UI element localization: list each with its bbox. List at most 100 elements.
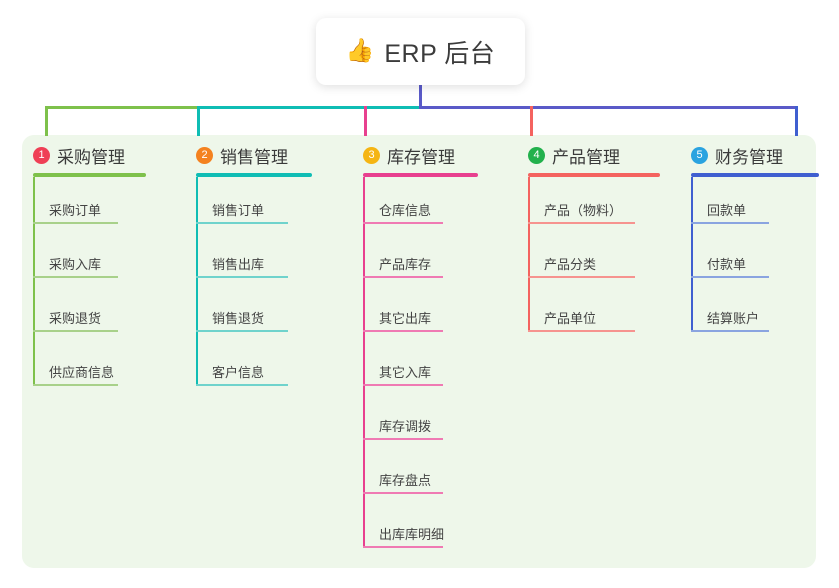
drop-purchase: [45, 106, 48, 136]
branch-underline: [691, 173, 819, 177]
branch-item[interactable]: 产品单位: [517, 285, 655, 339]
branch-item-rule: [363, 330, 443, 332]
branch-spine: [528, 177, 530, 332]
branch-item-rule: [363, 276, 443, 278]
branch-item[interactable]: 回款单: [680, 177, 805, 231]
branch-column-3: 3 库存管理仓库信息产品库存其它出库其它入库库存调拨库存盘点出库库明细: [352, 143, 490, 555]
branch-item-rule: [33, 384, 118, 386]
branch-spine: [691, 177, 693, 332]
branch-item[interactable]: 产品分类: [517, 231, 655, 285]
branch-title: 库存管理: [387, 147, 455, 167]
branch-items-list: 仓库信息产品库存其它出库其它入库库存调拨库存盘点出库库明细: [352, 177, 490, 555]
branch-items-list: 采购订单采购入库采购退货供应商信息: [22, 177, 157, 393]
bus-segment-sales: [197, 106, 419, 109]
branch-item[interactable]: 出库库明细: [352, 501, 490, 555]
drop-inventory: [364, 106, 367, 136]
branch-number-badge: 3: [363, 146, 380, 164]
branch-item-rule: [196, 384, 288, 386]
branch-items-list: 产品（物料） 产品分类产品单位: [517, 177, 655, 339]
branch-item-label: 采购退货: [49, 311, 102, 326]
branch-item-label: 产品（物料）: [544, 203, 623, 218]
branch-item[interactable]: 采购退货: [22, 285, 157, 339]
branch-header-4[interactable]: 4 产品管理: [517, 143, 655, 167]
branch-underline: [528, 173, 660, 177]
branch-item-label: 仓库信息: [379, 203, 432, 218]
branch-item[interactable]: 销售出库: [185, 231, 323, 285]
branch-items-list: 销售订单销售出库销售退货客户信息: [185, 177, 323, 393]
branch-item-label: 回款单: [707, 203, 747, 218]
branch-item-label: 其它入库: [379, 365, 432, 380]
branch-item-label: 客户信息: [212, 365, 265, 380]
branch-item-rule: [33, 330, 118, 332]
branch-item-rule: [33, 222, 118, 224]
branch-item[interactable]: 供应商信息: [22, 339, 157, 393]
branch-item-rule: [363, 384, 443, 386]
branch-title: 销售管理: [220, 147, 288, 167]
branch-item[interactable]: 采购入库: [22, 231, 157, 285]
root-trunk-connector: [419, 85, 422, 108]
branch-item[interactable]: 结算账户: [680, 285, 805, 339]
bus-segment-inventory-to-finance: [419, 106, 798, 109]
branch-item-rule: [363, 546, 443, 548]
branch-item-rule: [528, 222, 635, 224]
branch-item-rule: [528, 276, 635, 278]
branch-underline: [363, 173, 478, 177]
branch-item-rule: [528, 330, 635, 332]
branch-item-label: 销售出库: [212, 257, 265, 272]
branch-item[interactable]: 仓库信息: [352, 177, 490, 231]
branch-item[interactable]: 其它入库: [352, 339, 490, 393]
branch-item-rule: [691, 330, 769, 332]
branch-item[interactable]: 产品库存: [352, 231, 490, 285]
branch-item[interactable]: 库存调拨: [352, 393, 490, 447]
branch-item-label: 其它出库: [379, 311, 432, 326]
branch-item-label: 供应商信息: [49, 365, 115, 380]
branch-item-label: 库存盘点: [379, 473, 432, 488]
branches-panel: [22, 135, 816, 568]
branch-item[interactable]: 采购订单: [22, 177, 157, 231]
branch-underline: [33, 173, 146, 177]
branch-item[interactable]: 其它出库: [352, 285, 490, 339]
branch-item[interactable]: 产品（物料）: [517, 177, 655, 231]
branch-header-3[interactable]: 3 库存管理: [352, 143, 490, 167]
branch-item[interactable]: 付款单: [680, 231, 805, 285]
branch-title: 采购管理: [57, 147, 125, 167]
branch-item-rule: [196, 276, 288, 278]
branch-item-rule: [363, 492, 443, 494]
branch-item-rule: [363, 222, 443, 224]
branch-spine: [196, 177, 198, 386]
branch-item-label: 销售退货: [212, 311, 265, 326]
branch-item-label: 产品分类: [544, 257, 597, 272]
branch-item-label: 产品单位: [544, 311, 597, 326]
drop-finance: [795, 106, 798, 136]
branch-item[interactable]: 库存盘点: [352, 447, 490, 501]
branch-item-label: 结算账户: [707, 311, 760, 326]
branch-spine: [363, 177, 365, 548]
branch-item-rule: [33, 276, 118, 278]
branch-item[interactable]: 销售退货: [185, 285, 323, 339]
root-node[interactable]: 👍 ERP 后台: [316, 18, 525, 85]
branch-number-badge: 4: [528, 146, 545, 164]
branch-item[interactable]: 客户信息: [185, 339, 323, 393]
branch-underline: [196, 173, 312, 177]
branch-spine: [33, 177, 35, 386]
branch-items-list: 回款单付款单结算账户: [680, 177, 805, 339]
branch-title: 产品管理: [552, 147, 620, 167]
branch-item-label: 付款单: [707, 257, 747, 272]
branch-item-rule: [691, 222, 769, 224]
branch-item-label: 库存调拨: [379, 419, 432, 434]
branch-column-4: 4 产品管理产品（物料） 产品分类产品单位: [517, 143, 660, 339]
branch-item[interactable]: 销售订单: [185, 177, 323, 231]
branch-number-badge: 5: [691, 146, 708, 164]
branch-item-rule: [196, 222, 288, 224]
branch-item-rule: [196, 330, 288, 332]
branch-item-label: 销售订单: [212, 203, 265, 218]
drop-sales: [197, 106, 200, 136]
branch-item-label: 出库库明细: [379, 527, 445, 542]
